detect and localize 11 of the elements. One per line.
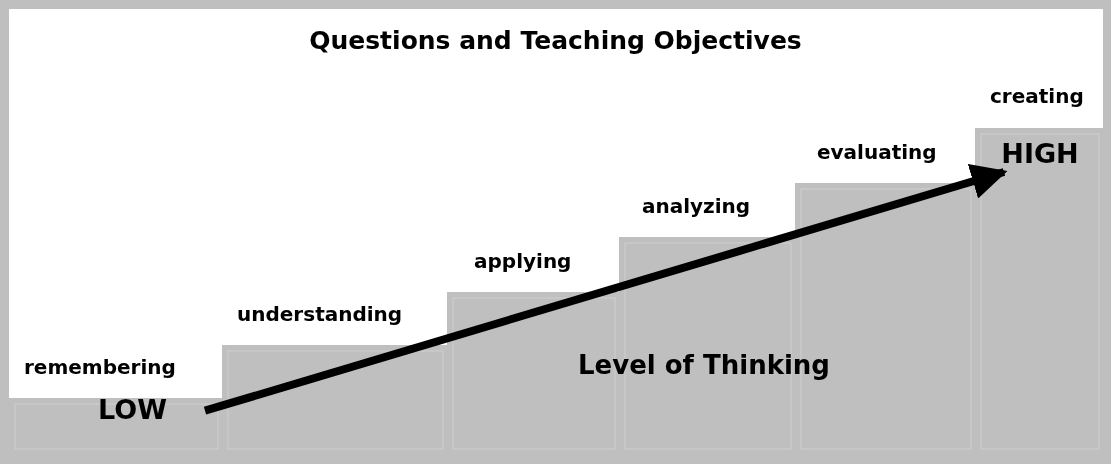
- level-label: analyzing: [642, 196, 751, 216]
- level-label: creating: [990, 86, 1084, 106]
- level-marker: HIGH: [1001, 139, 1079, 167]
- arrow: [203, 164, 1008, 415]
- level-label: evaluating: [817, 142, 937, 162]
- level-marker: LOW: [98, 395, 167, 423]
- axis-caption: Level of Thinking: [578, 352, 830, 378]
- level-label: understanding: [237, 304, 403, 324]
- level-label: applying: [474, 251, 572, 271]
- level-label: remembering: [24, 357, 176, 377]
- title: Questions and Teaching Objectives: [308, 28, 803, 53]
